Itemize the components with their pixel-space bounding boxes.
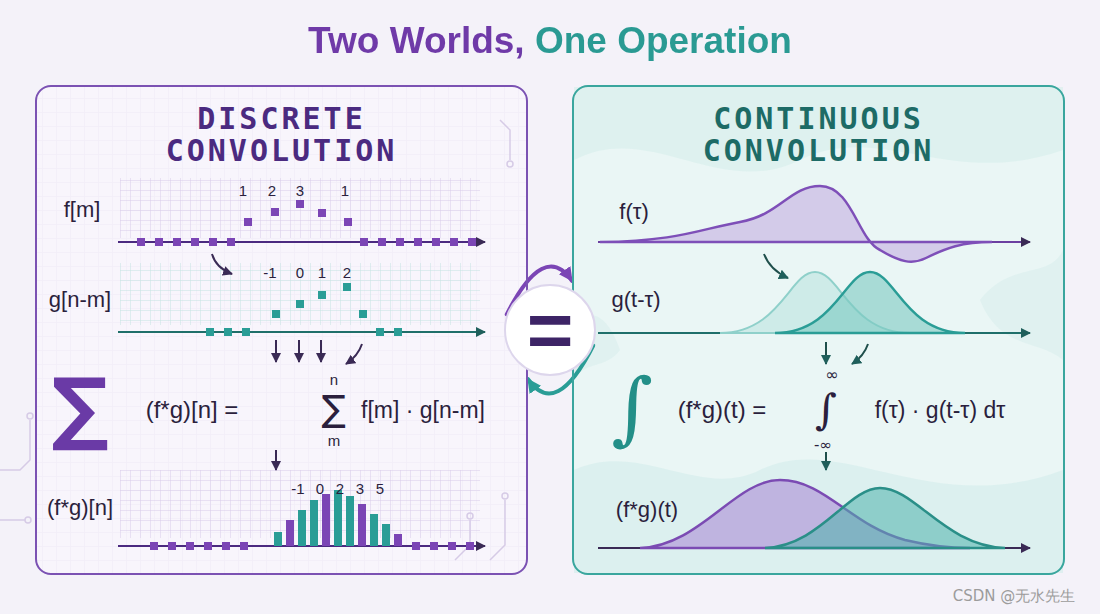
sample-point: [382, 524, 390, 546]
integral-limit: -∞: [814, 438, 832, 453]
sample-point: [244, 218, 252, 226]
index-label: -1: [263, 265, 276, 280]
sample-point: [466, 542, 474, 550]
equals-circle: =: [504, 284, 596, 376]
sample-point: [168, 542, 176, 550]
integral-sign: ∫: [815, 389, 837, 431]
sample-point: [204, 542, 212, 550]
index-label: 2: [343, 265, 351, 280]
signal-name: f[m]: [64, 199, 101, 221]
signal-name: (f*g)[n]: [47, 497, 113, 519]
sample-point: [430, 542, 438, 550]
sample-point: [394, 534, 402, 546]
sample-point: [310, 500, 318, 546]
sample-point: [370, 514, 378, 546]
diagram-title: Two Worlds, One Operation: [0, 20, 1100, 62]
sample-point: [272, 310, 280, 318]
value-label: 1: [341, 183, 349, 198]
sample-point: [343, 283, 351, 291]
sample-point: [358, 504, 366, 546]
sample-point: [296, 200, 304, 208]
sample-point: [271, 208, 279, 216]
signal-name: (f*g)(t): [616, 499, 678, 521]
integral-symbol: ∫: [611, 368, 653, 448]
panel-heading: CONTINUOUS CONVOLUTION: [659, 103, 979, 168]
sample-point: [186, 542, 194, 550]
sample-point: [394, 328, 402, 336]
sample-point: [450, 238, 458, 246]
sample-point: [274, 532, 282, 546]
sample-point: [432, 238, 440, 246]
sample-point: [448, 542, 456, 550]
sample-point: [296, 300, 304, 308]
sample-point: [224, 328, 232, 336]
index-label: 5: [376, 481, 384, 496]
signal-name: g[n-m]: [49, 289, 111, 311]
sample-point: [286, 520, 294, 546]
sample-point: [346, 496, 354, 546]
sample-point: [240, 542, 248, 550]
sample-point: [173, 238, 181, 246]
sample-point: [396, 238, 404, 246]
sample-point: [334, 490, 342, 546]
index-label: 2: [336, 481, 344, 496]
sum-symbol: ∑: [322, 391, 346, 427]
sample-point: [412, 542, 420, 550]
watermark: CSDN @无水先生: [953, 589, 1076, 604]
sample-point: [206, 328, 214, 336]
sample-point: [318, 291, 326, 299]
signal-name: g(t-τ): [611, 289, 660, 311]
sample-point: [227, 238, 235, 246]
sum-limit: m: [328, 433, 341, 448]
sum-limit: n: [330, 372, 338, 387]
formula-text: f[m] · g[n-m]: [361, 399, 485, 422]
sample-point: [137, 238, 145, 246]
index-label: 0: [316, 481, 324, 496]
sample-point: [376, 328, 384, 336]
sample-point: [242, 328, 250, 336]
sample-point: [298, 510, 306, 546]
sample-point: [150, 542, 158, 550]
sample-point: [414, 238, 422, 246]
title-text: Two Worlds, One Operation: [308, 20, 792, 61]
equals-sign: =: [527, 290, 574, 370]
formula-text: f(τ) · g(t-τ) dτ: [875, 399, 1006, 422]
sample-point: [344, 218, 352, 226]
formula-text: (f*g)(t) =: [678, 398, 767, 422]
formula-text: (f*g)[n] =: [146, 398, 239, 422]
sample-point: [468, 238, 476, 246]
sample-point: [318, 209, 326, 217]
sample-point: [378, 238, 386, 246]
index-label: -1: [291, 481, 304, 496]
sample-point: [322, 494, 330, 546]
sample-point: [360, 238, 368, 246]
panel-heading: DISCRETE CONVOLUTION: [122, 103, 442, 168]
sample-point: [209, 238, 217, 246]
signal-name: f(τ): [619, 201, 648, 223]
integral-limit: ∞: [825, 367, 838, 383]
value-label: 2: [268, 183, 276, 198]
sample-point: [359, 310, 367, 318]
sigma-symbol: ∑: [51, 368, 108, 448]
index-label: 1: [318, 265, 326, 280]
index-label: 0: [296, 265, 304, 280]
value-label: 3: [296, 183, 304, 198]
index-label: 3: [356, 481, 364, 496]
sample-point: [155, 238, 163, 246]
sample-point: [222, 542, 230, 550]
value-label: 1: [239, 183, 247, 198]
sample-point: [191, 238, 199, 246]
